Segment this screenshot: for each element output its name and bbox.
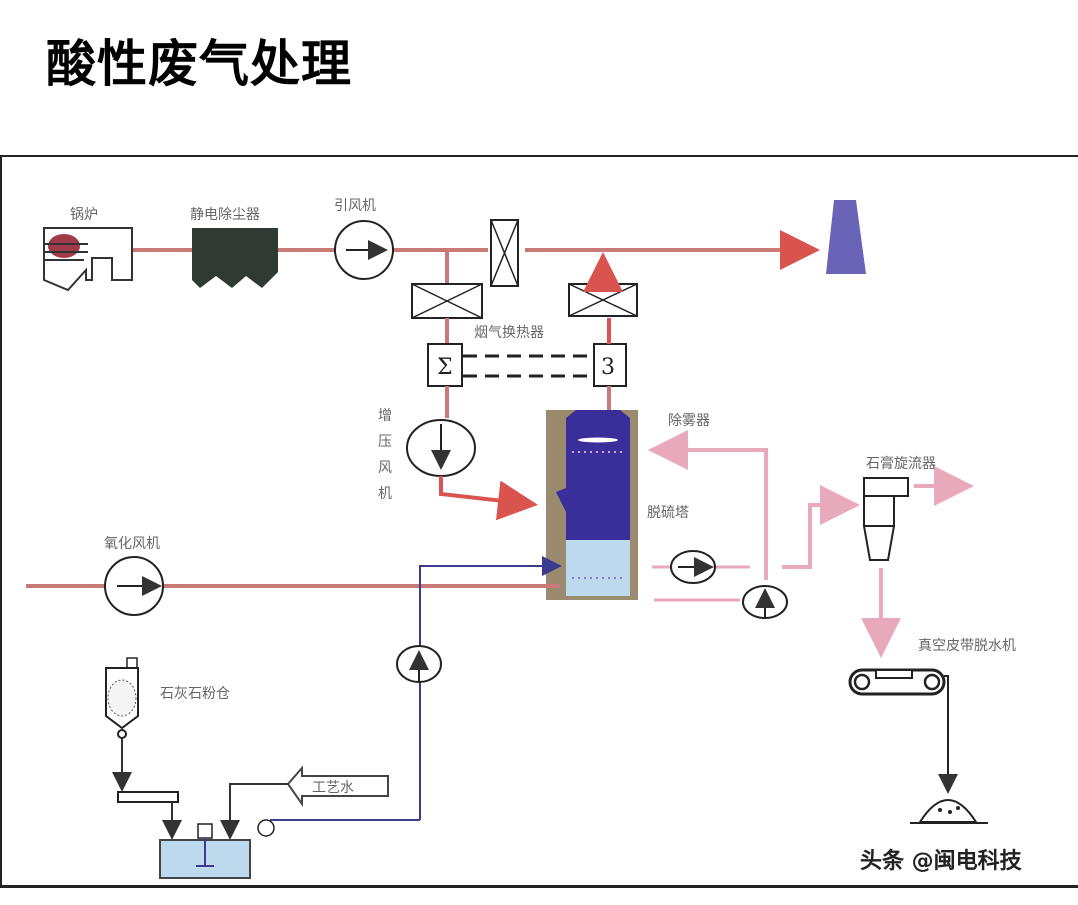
oxidation-fan-icon xyxy=(104,556,164,616)
gypsum-bleed-pump-icon xyxy=(670,550,716,584)
electrostatic-precipitator-icon xyxy=(192,228,278,288)
slurry-feed-pipe xyxy=(419,556,562,820)
page-title: 酸性废气处理 xyxy=(46,35,352,93)
boiler-icon xyxy=(43,227,133,292)
absorber-label: 脱硫塔 xyxy=(647,505,689,521)
booster-to-absorber-pipe xyxy=(439,476,538,521)
process-water-label: 工艺水 xyxy=(312,780,354,796)
recirculation-pipe xyxy=(648,430,768,580)
booster-fan-label-4: 机 xyxy=(378,486,392,502)
limestone-silo-label: 石灰石粉仓 xyxy=(160,686,230,702)
booster-fan-label-3: 风 xyxy=(378,460,392,476)
induced-draft-fan-icon xyxy=(334,220,394,280)
hydrocyclone-label: 石膏旋流器 xyxy=(866,455,936,472)
booster-fan-label-2: 压 xyxy=(378,434,392,450)
diagram-frame xyxy=(0,155,1078,888)
chimney-stack-icon xyxy=(826,200,866,274)
gas-heater-hot-side-icon: Σ xyxy=(427,343,463,387)
booster-fan-label-1: 增 xyxy=(378,408,392,424)
belt-filter-label: 真空皮带脱水机 xyxy=(918,638,1016,654)
slurry-feed-pump-icon xyxy=(396,645,442,683)
boiler-label: 锅炉 xyxy=(70,207,98,223)
inlet-damper-icon xyxy=(411,283,483,319)
limestone-silo-icon xyxy=(105,657,139,739)
to-hydrocyclone-pipe xyxy=(782,485,860,569)
gypsum-pile-icon xyxy=(910,799,988,824)
absorber-tower-icon xyxy=(546,410,638,600)
hydrocyclone-icon xyxy=(862,477,909,561)
bypass-damper-icon xyxy=(490,219,519,287)
oxidation-fan-label: 氧化风机 xyxy=(104,536,160,552)
process-water-arrow-icon xyxy=(286,765,389,808)
id-fan-label: 引风机 xyxy=(334,198,376,214)
gas-heater-cold-side-icon: 3 xyxy=(593,343,627,387)
gas-heater-label: 烟气换热器 xyxy=(474,324,544,341)
process-water-line xyxy=(220,783,288,840)
watermark-text: 头条 @闽电科技 xyxy=(860,848,1023,874)
recirculation-pump-icon xyxy=(742,585,788,619)
demister-label: 除雾器 xyxy=(668,413,710,429)
svg-text:3: 3 xyxy=(601,355,615,380)
slurry-tank-icon xyxy=(159,819,275,879)
vacuum-belt-filter-icon xyxy=(848,668,946,696)
screw-feeder-icon xyxy=(117,791,179,803)
esp-label: 静电除尘器 xyxy=(190,207,260,223)
booster-fan-icon xyxy=(406,419,476,477)
outlet-damper-icon xyxy=(568,283,638,317)
svg-text:Σ: Σ xyxy=(437,355,453,380)
gypsum-output-line xyxy=(938,675,958,794)
